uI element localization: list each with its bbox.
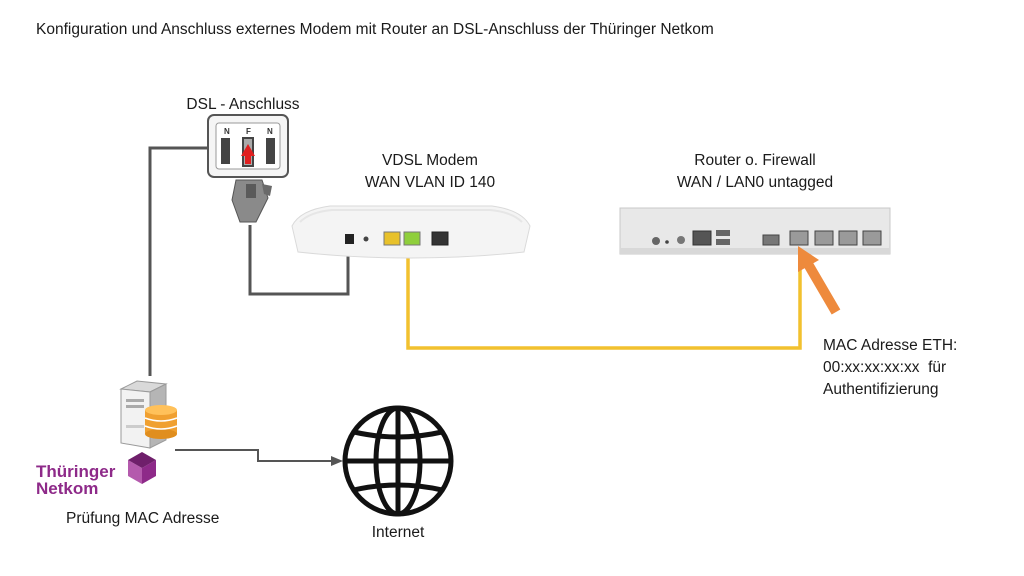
mac-note-line3: Authentifizierung: [823, 381, 939, 398]
mac-pointer-arrow: [798, 246, 841, 315]
socket-letter-n-left: N: [224, 127, 230, 136]
dsl-socket-label: DSL - Anschluss: [186, 96, 300, 113]
modem-label-line1: VDSL Modem: [382, 152, 478, 169]
internet-arrowhead: [331, 456, 343, 466]
brand-line2: Netkom: [36, 479, 99, 498]
mac-address-note: MAC Adresse ETH: 00:xx:xx:xx:xx für Auth…: [823, 335, 957, 401]
router-label: Router o. Firewall WAN / LAN0 untagged: [640, 150, 870, 194]
router-label-line2: WAN / LAN0 untagged: [676, 174, 834, 191]
tae-plug-icon: [231, 179, 272, 223]
mac-note-line1: MAC Adresse ETH:: [823, 337, 958, 354]
mac-note-line2: 00:xx:xx:xx:xx für: [823, 359, 947, 376]
cables: [148, 146, 802, 466]
gray-cable-socket-to-server: [148, 146, 208, 376]
socket-letter-f: F: [246, 127, 251, 136]
database-icon: [144, 405, 178, 439]
router-label-line1: Router o. Firewall: [694, 152, 816, 169]
gray-cable-plug-to-modem: [248, 225, 350, 296]
modem-label: VDSL Modem WAN VLAN ID 140: [330, 150, 530, 194]
router-icon: [619, 207, 891, 255]
mac-check-label: Prüfung MAC Adresse: [66, 510, 220, 527]
socket-red-arrow: [241, 144, 255, 164]
modem-icon: [291, 205, 531, 259]
gray-cable-server-to-internet: [175, 449, 333, 462]
tae-socket-icon: N F N: [207, 114, 289, 178]
internet-label: Internet: [371, 524, 425, 541]
modem-label-line2: WAN VLAN ID 140: [364, 174, 496, 191]
diagram-title: Konfiguration und Anschluss externes Mod…: [36, 21, 714, 38]
socket-letter-n-right: N: [267, 127, 273, 136]
yellow-cable-modem-to-router: [406, 243, 802, 350]
provider-brand: Thüringer Netkom: [36, 463, 115, 497]
globe-icon: [342, 405, 454, 517]
netkom-logo-icon: [128, 452, 156, 484]
brand-line1: Thüringer: [36, 462, 116, 481]
